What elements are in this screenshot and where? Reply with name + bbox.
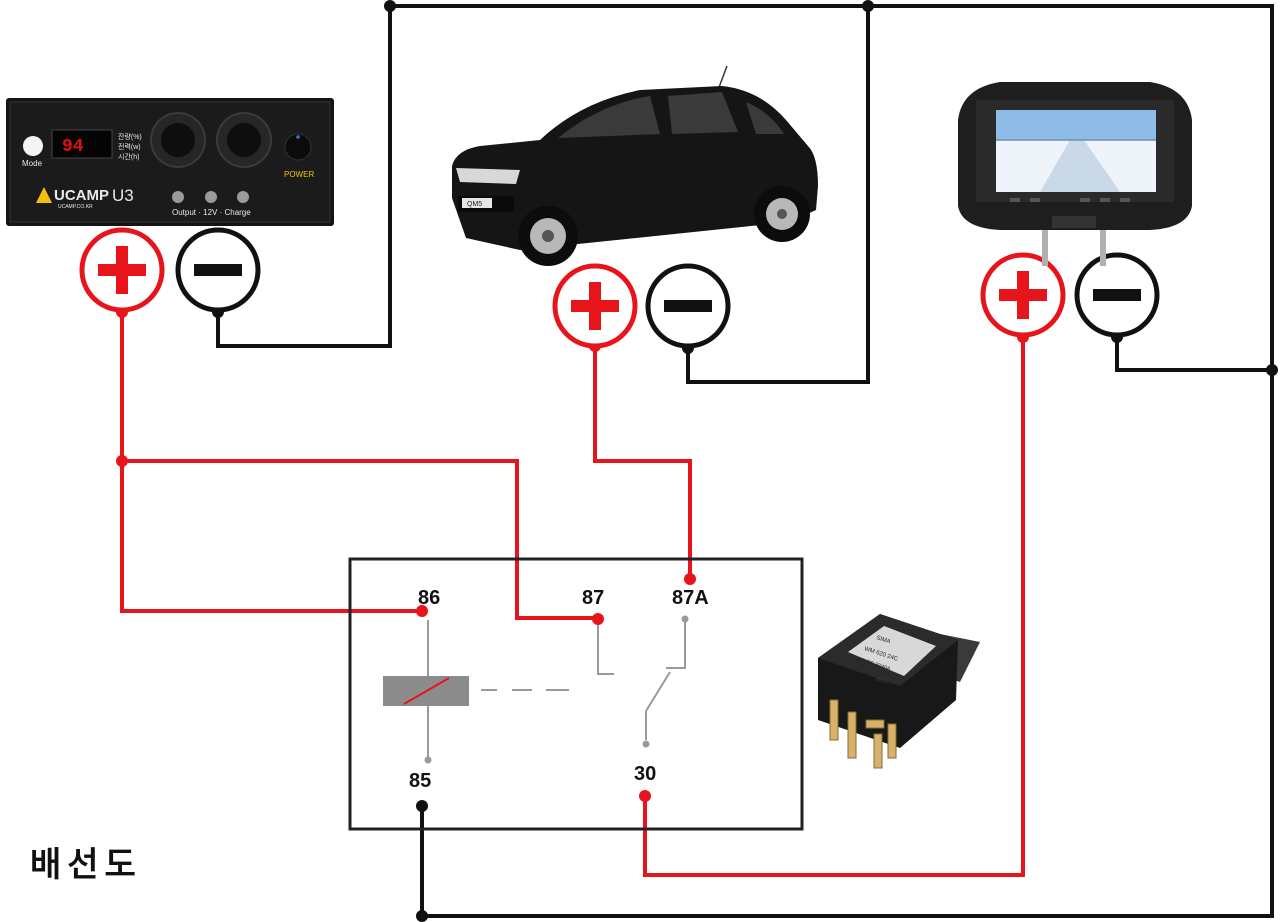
pin-label-87: 87 (582, 587, 604, 609)
relay-schematic: 86 87 87A 85 30 (348, 557, 804, 831)
car-polarity (552, 263, 731, 349)
terminal-dot-86 (416, 605, 428, 617)
terminal-dot-30 (639, 790, 651, 802)
license-plate (462, 198, 492, 208)
pin-label-85: 85 (409, 770, 431, 792)
controller-polarity (79, 227, 261, 313)
svg-text:QM5: QM5 (467, 201, 482, 208)
pin-label-87a: 87A (672, 587, 709, 609)
suv-car-image: QM5 (452, 65, 818, 266)
positive-terminal-symbol (552, 263, 638, 349)
monitor-negative-wire (1115, 337, 1272, 372)
output-port-icons (172, 191, 249, 203)
relay-photo-image: SIMA WM 620 24C 14VDC 30/40A 0615 (818, 614, 980, 769)
controller-negative-wire (216, 4, 1274, 918)
ucamp-logo-icon (36, 187, 52, 203)
pin-label-86: 86 (418, 587, 440, 609)
junction-dot (116, 455, 128, 467)
relay-label-panel (848, 626, 936, 676)
junction-dot (862, 0, 874, 12)
svg-text:POWER: POWER (284, 170, 314, 179)
power-button-icon (284, 133, 312, 161)
indicator-label: 잔량(%) (118, 132, 142, 141)
wheel-icon (754, 186, 810, 242)
negative-terminal-symbol (1074, 252, 1160, 338)
svg-text:U3: U3 (112, 186, 134, 205)
car-negative-wire (686, 6, 870, 384)
svg-text:Mode: Mode (22, 159, 43, 168)
socket-icon (150, 112, 206, 168)
mode-button-icon (23, 136, 43, 156)
terminal-dot-85 (416, 800, 428, 812)
junction-dot (384, 0, 396, 12)
indicator-label: 시간(h) (118, 152, 139, 161)
negative-terminal-symbol (175, 227, 261, 313)
car-positive-to-87a-wire (593, 346, 692, 578)
wheel-icon (518, 206, 578, 266)
negative-terminal-symbol (645, 263, 731, 349)
monitor-positive-to-30-wire (643, 337, 1025, 877)
terminal-dot-87a (684, 573, 696, 585)
indicator-label: 전력(w) (118, 142, 141, 151)
socket-icon (216, 112, 272, 168)
pin-label-30: 30 (634, 763, 656, 785)
ucamp-controller: Mode 94 잔량(%) 전력(w) 시간(h) POWER UCAMP U3… (6, 98, 334, 226)
relay-box (348, 557, 804, 831)
negative-wires (216, 4, 1274, 918)
display-screen (51, 129, 113, 159)
svg-text:SIMA: SIMA (875, 635, 891, 645)
terminal-dot-87 (592, 613, 604, 625)
relay-pin-icons (829, 699, 897, 769)
positive-terminal-symbol (980, 252, 1066, 338)
svg-text:UCAMP: UCAMP (54, 187, 109, 204)
svg-text:0615: 0615 (875, 676, 888, 685)
svg-text:Output · 12V · Charge: Output · 12V · Charge (172, 208, 251, 217)
monitor-button-icons (1010, 198, 1130, 202)
diagram-title: 배선도 (30, 845, 142, 885)
positive-wires (120, 312, 1025, 877)
switch-arm (645, 671, 671, 712)
monitor-polarity (980, 252, 1160, 338)
junction-dot (1266, 364, 1278, 376)
headrest-monitor-image (958, 82, 1192, 266)
svg-text:UCAMP.CO.KR: UCAMP.CO.KR (58, 204, 93, 210)
junction-dot (416, 910, 428, 922)
controller-positive-to-87-wire (122, 459, 598, 620)
controller-positive-to-86-wire (120, 312, 422, 613)
monitor-screen (996, 110, 1156, 192)
positive-terminal-symbol (79, 227, 165, 313)
display-readout: 94 (62, 137, 84, 157)
